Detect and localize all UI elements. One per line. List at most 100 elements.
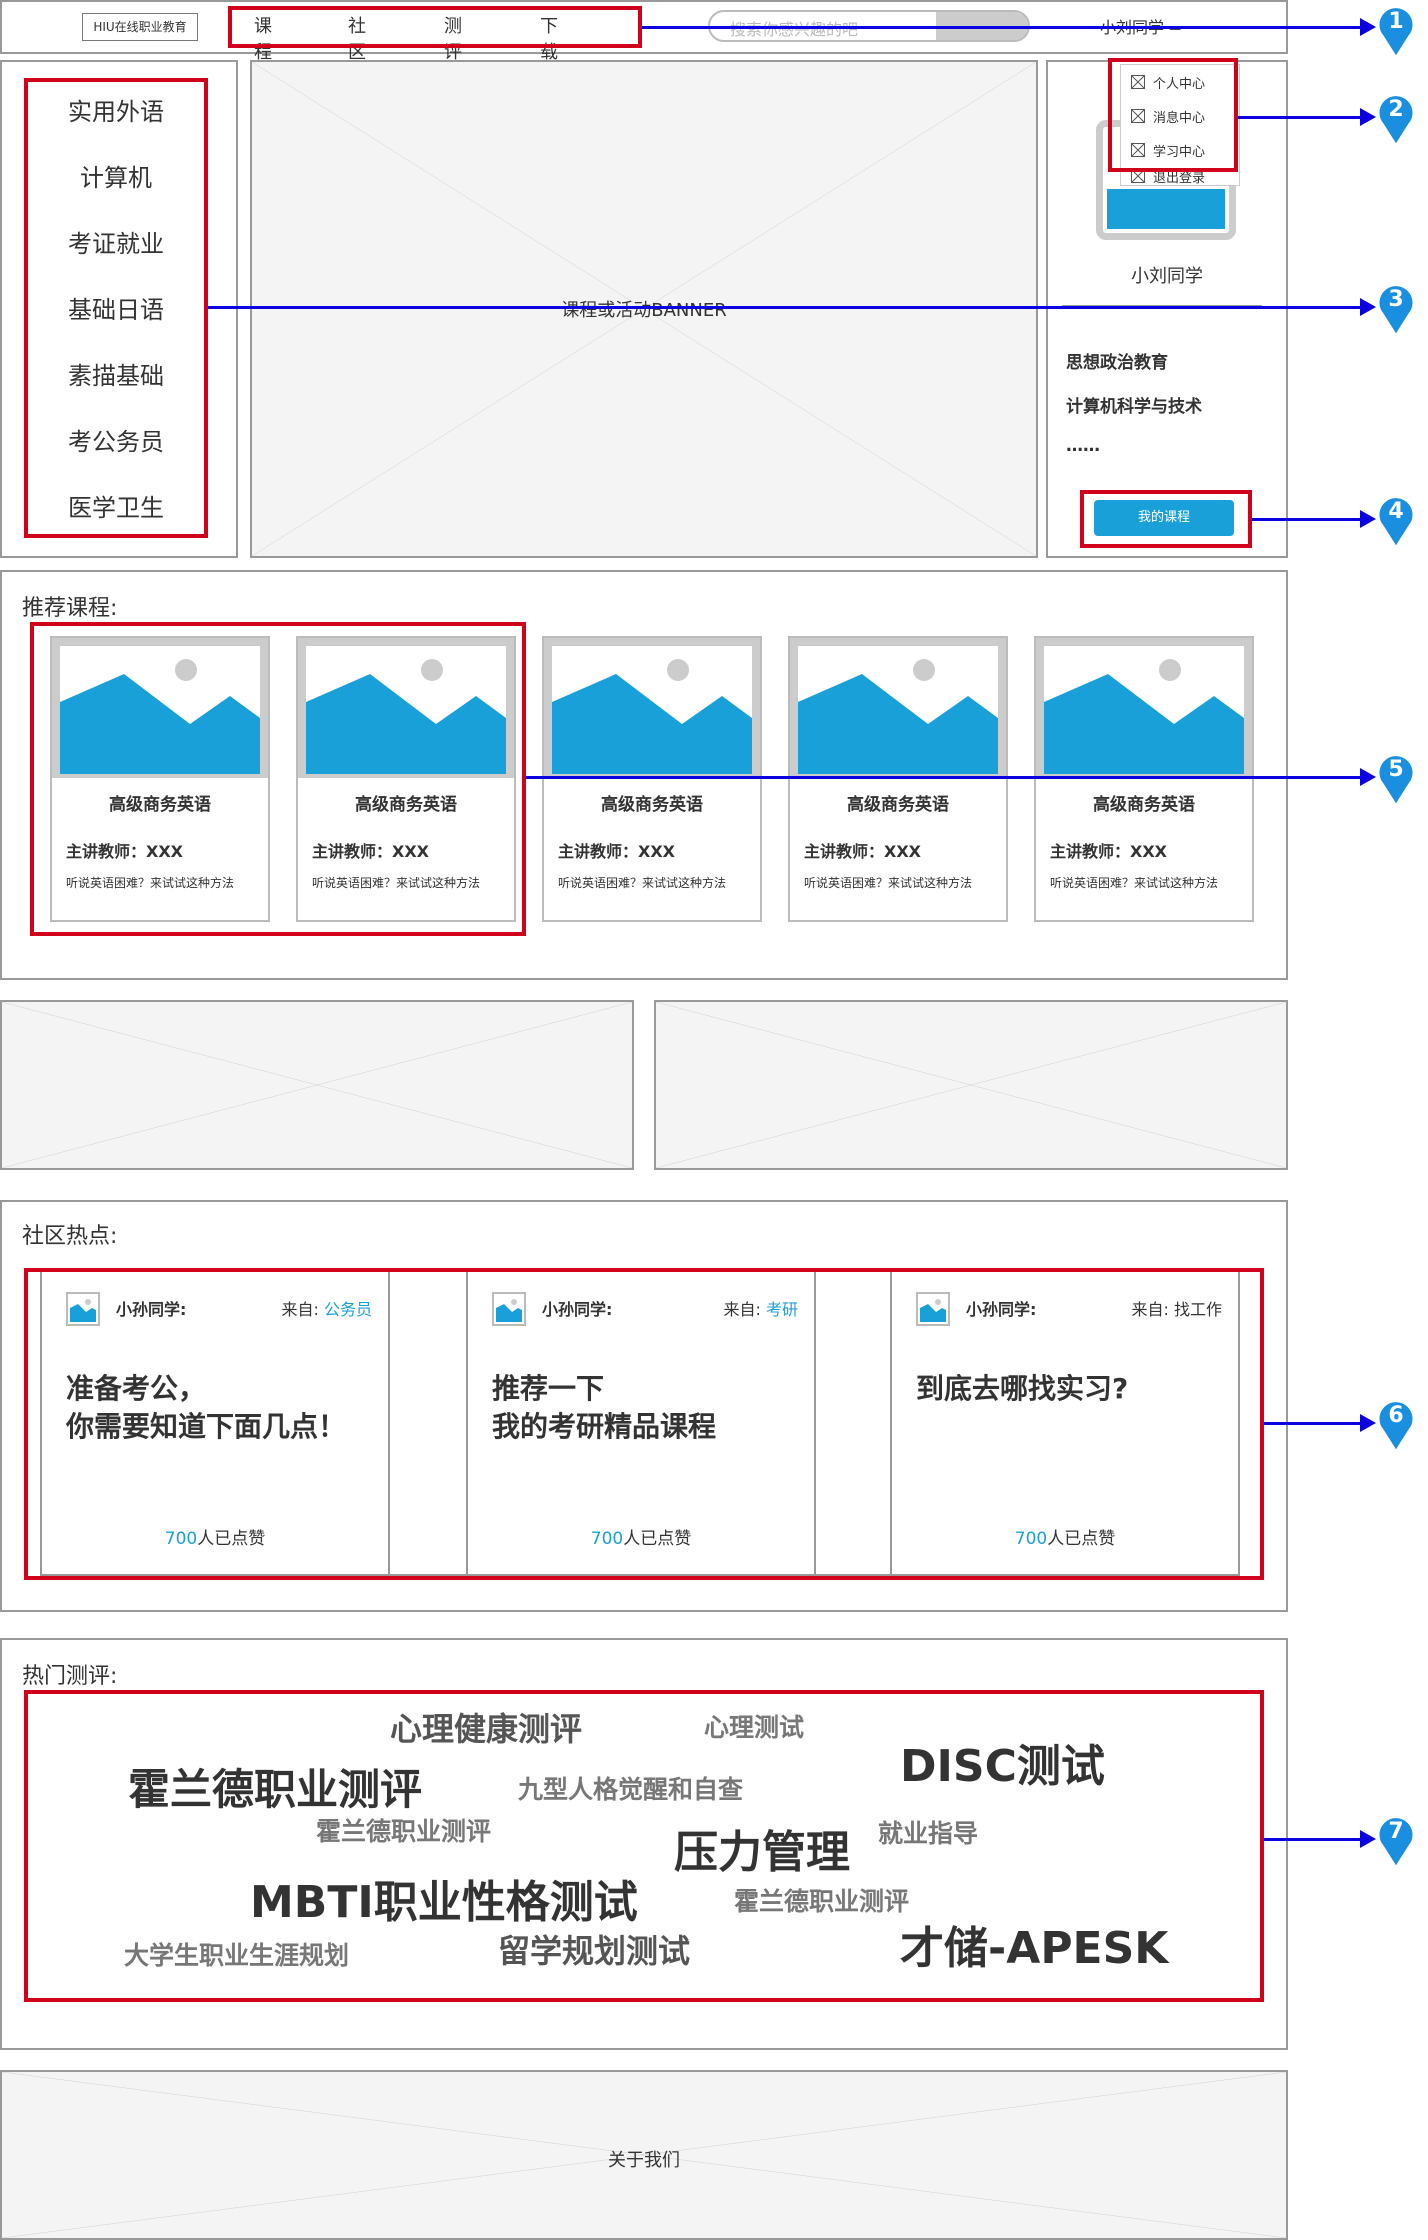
course-desc: 听说英语困难？来试试这种方法 [804,876,973,890]
course-card[interactable]: 高级商务英语 主讲教师：XXX 听说英语困难？来试试这种方法 [1034,636,1254,922]
footer-about-placeholder[interactable]: 关于我们 [0,2070,1288,2240]
ad-placeholder-right[interactable] [654,1000,1288,1170]
post-source-tag[interactable]: 公务员 [323,1300,372,1319]
assessment-tag[interactable]: 九型人格觉醒和自查 [518,1775,744,1804]
annotation-marker-icon: 7 [1376,1814,1416,1871]
annotation-number: 3 [1388,287,1404,312]
my-courses-button[interactable]: 我的课程 [1094,500,1234,536]
post-source: 来自: 考研 [723,1296,798,1320]
annotation-box-courses [30,622,526,936]
likes-count: 700 [590,1529,624,1549]
category-item[interactable]: 计算机 [80,164,152,192]
connector-arrow-icon [1360,108,1376,126]
course-image [790,638,1006,778]
community-title: 社区热点: [22,1224,118,1249]
menu-item-messages[interactable]: 消息中心 [1121,101,1241,131]
annotation-marker-icon: 1 [1376,4,1416,61]
assessment-tag[interactable]: DISC测试 [900,1741,1105,1792]
connector-arrow-icon [1360,18,1376,36]
footer-about-label: 关于我们 [608,2150,680,2171]
chevron-down-icon: — [1169,22,1182,36]
course-title: 高级商务英语 [109,795,211,815]
likes-count: 700 [1014,1529,1048,1549]
annotation-box-my-courses [1080,490,1252,548]
ad-placeholder-left[interactable] [0,1000,634,1170]
community-post[interactable]: 小孙同学: 来自: 公务员 准备考公，你需要知道下面几点！ 700人已点赞 [40,1270,390,1576]
course-teacher: 主讲教师：XXX [66,842,184,861]
search-input[interactable]: 搜索你感兴趣的吧 [730,20,859,39]
user-avatar-icon [492,1292,526,1326]
course-card[interactable]: 高级商务英语 主讲教师：XXX 听说英语困难？来试试这种方法 [542,636,762,922]
checkbox-icon [1131,109,1145,123]
likes-count: 700 [164,1529,198,1549]
annotation-box-1 [228,6,642,48]
menu-item-label: 个人中心 [1153,77,1206,92]
category-item[interactable]: 实用外语 [68,98,164,126]
assessment-tag[interactable]: 大学生职业生涯规划 [124,1941,350,1970]
course-teacher: 主讲教师：XXX [1050,842,1168,861]
menu-item-label: 学习中心 [1153,145,1206,160]
post-source-tag[interactable]: 找工作 [1173,1300,1222,1319]
category-item[interactable]: 素描基础 [68,362,164,390]
assessment-tag[interactable]: 霍兰德职业测评 [128,1765,423,1814]
course-desc: 听说英语困难？来试试这种方法 [312,876,481,890]
profile-course[interactable]: 计算机科学与技术 [1066,397,1202,417]
assessment-tag[interactable]: 压力管理 [674,1827,850,1878]
image-icon [798,659,998,774]
annotation-number: 4 [1388,499,1404,524]
profile-course[interactable]: 思想政治教育 [1066,353,1168,373]
annotation-marker-icon: 5 [1376,752,1416,809]
user-avatar-icon [916,1292,950,1326]
assessment-tag[interactable]: 留学规划测试 [498,1932,691,1970]
banner-label: 课程或活动BANNER [561,300,727,321]
menu-item-label: 消息中心 [1153,111,1206,126]
post-title[interactable]: 推荐一下我的考研精品课程 [492,1370,716,1446]
category-item[interactable]: 基础日语 [68,296,164,324]
connector-line [526,776,1362,779]
post-title[interactable]: 到底去哪找实习? [916,1370,1128,1408]
course-card[interactable]: 高级商务英语 主讲教师：XXX 听说英语困难？来试试这种方法 [296,636,516,922]
post-likes: 700人已点赞 [892,1524,1238,1549]
annotation-number: 1 [1388,9,1404,34]
assessment-tag[interactable]: 就业指导 [878,1819,979,1848]
assessment-tag[interactable]: 心理测试 [704,1713,805,1742]
assessment-tag[interactable]: 霍兰德职业测评 [734,1887,910,1916]
course-title: 高级商务英语 [1093,795,1195,815]
menu-item-logout[interactable]: 退出登录 [1121,161,1241,191]
annotation-marker-icon: 4 [1376,494,1416,551]
post-source-tag[interactable]: 考研 [765,1300,798,1319]
assessment-tag[interactable]: 霍兰德职业测评 [316,1817,492,1846]
category-item[interactable]: 考公务员 [68,428,164,456]
assessment-tag[interactable]: 心理健康测评 [390,1710,583,1748]
checkbox-icon [1131,143,1145,157]
likes-label: 人已点赞 [1047,1529,1116,1549]
assessment-tag[interactable]: MBTI职业性格测试 [250,1877,638,1928]
menu-item-learning-center[interactable]: 学习中心 [1121,135,1241,165]
site-logo[interactable]: HIU在线职业教育 [82,13,198,41]
course-card[interactable]: 高级商务英语 主讲教师：XXX 听说英语困难？来试试这种方法 [50,636,270,922]
category-item[interactable]: 考证就业 [68,230,164,258]
community-post[interactable]: 小孙同学: 来自: 考研 推荐一下我的考研精品课程 700人已点赞 [466,1270,816,1576]
banner-placeholder[interactable]: 课程或活动BANNER [250,60,1038,558]
course-card[interactable]: 高级商务英语 主讲教师：XXX 听说英语困难？来试试这种方法 [788,636,1008,922]
course-teacher: 主讲教师：XXX [804,842,922,861]
connector-line [208,306,1362,309]
profile-name: 小刘同学 [1131,266,1203,287]
connector-line [1238,116,1362,119]
assessments-section [0,1638,1288,2050]
post-title-line: 准备考公， [66,1372,207,1405]
menu-item-personal-center[interactable]: 个人中心 [1121,67,1241,97]
post-title-line: 我的考研精品课程 [492,1410,717,1443]
assessment-tag[interactable]: 才储-APESK [900,1923,1169,1974]
annotation-number: 2 [1388,97,1404,122]
image-icon [1044,659,1244,774]
post-user: 小孙同学: [542,1300,613,1319]
annotation-box-assessments [24,1690,1264,2002]
annotation-box-categories [24,78,208,538]
post-title[interactable]: 准备考公，你需要知道下面几点！ [66,1370,346,1446]
post-source-label: 来自: [281,1300,319,1319]
category-item[interactable]: 医学卫生 [68,494,164,522]
post-source-label: 来自: [1131,1300,1169,1319]
course-image [1036,638,1252,778]
user-avatar-icon [66,1292,100,1326]
